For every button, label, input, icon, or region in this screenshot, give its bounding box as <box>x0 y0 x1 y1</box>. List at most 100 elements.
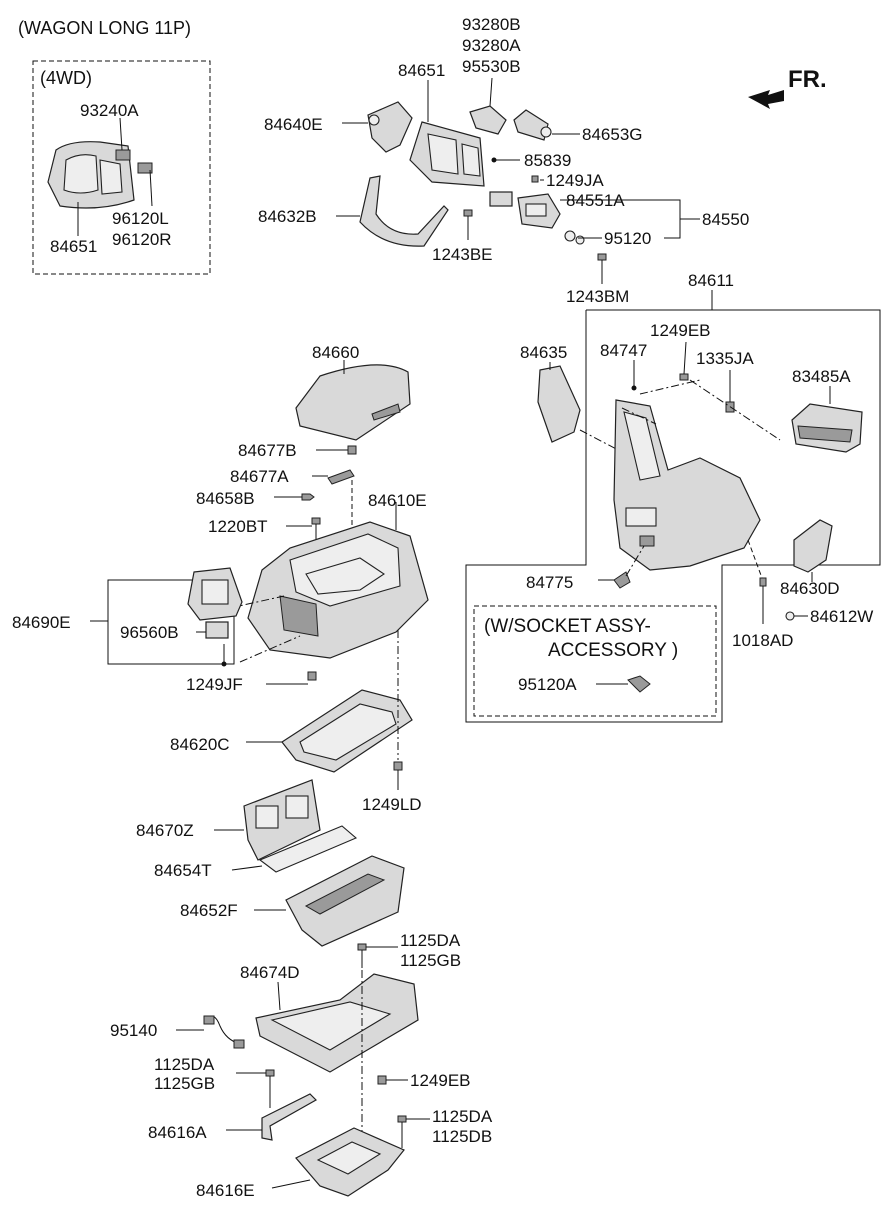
header-4wd: (4WD) <box>40 68 92 88</box>
label-93280A: 93280A <box>462 36 521 55</box>
switch-96560B-part <box>205 621 229 639</box>
front-arrow-icon <box>748 90 784 109</box>
screw-1243BE-part <box>463 209 473 226</box>
label-1125GB-upper: 1125GB <box>400 951 461 970</box>
panel-84635-part <box>537 365 581 443</box>
label-1220BT: 1220BT <box>208 517 268 536</box>
base-84674D-part <box>255 973 419 1073</box>
socket-95120A-part <box>627 675 651 693</box>
label-84635: 84635 <box>520 343 567 362</box>
label-84611: 84611 <box>688 271 734 290</box>
header-wagon: (WAGON LONG 11P) <box>18 18 191 38</box>
bracket-84690E-part <box>187 567 243 621</box>
label-84670Z: 84670Z <box>136 821 194 840</box>
switch-93280B-part <box>469 105 507 135</box>
label-1335JA: 1335JA <box>696 349 754 368</box>
label-84652F: 84652F <box>180 901 238 920</box>
label-93240A: 93240A <box>80 101 139 120</box>
clip-84658B-part <box>301 493 315 501</box>
label-84550: 84550 <box>702 210 749 229</box>
label-96560B: 96560B <box>120 623 179 642</box>
bracket-84616E-part <box>295 1127 405 1197</box>
screw-1125DA-upper-part <box>357 943 367 968</box>
label-84674D: 84674D <box>240 963 300 982</box>
label-84775: 84775 <box>526 573 573 592</box>
label-84640E: 84640E <box>264 115 323 134</box>
screw-1249JF-part <box>307 671 317 681</box>
label-84610E: 84610E <box>368 491 427 510</box>
bracket-84616A-part <box>261 1093 317 1141</box>
bezel-4wd-part <box>47 141 153 209</box>
pad-84677A-part <box>327 469 355 485</box>
bracket-84640E-part <box>367 101 413 153</box>
trim-84632B-part <box>359 175 449 247</box>
screw-1125DA-lower-part <box>265 1069 275 1108</box>
label-84651-4wd: 84651 <box>50 237 97 256</box>
label-84551A: 84551A <box>566 191 625 210</box>
switch-84653G-part <box>513 109 552 141</box>
label-95140: 95140 <box>110 1021 157 1040</box>
label-84660: 84660 <box>312 343 359 362</box>
plate-84670Z-part <box>243 779 321 861</box>
label-1125DB: 1125DB <box>432 1127 492 1146</box>
label-84677A: 84677A <box>230 467 289 486</box>
label-83485A: 83485A <box>792 367 851 386</box>
label-1125DA-upper: 1125DA <box>400 931 461 950</box>
label-1125DA-lower: 1125DA <box>154 1055 215 1074</box>
label-84632B: 84632B <box>258 207 317 226</box>
header-socket-line2: ACCESSORY ) <box>548 640 678 661</box>
screw-1018AD-part <box>759 577 767 624</box>
switch-assy-84550-part <box>489 191 585 245</box>
harness-95140-part <box>203 1015 245 1049</box>
box-4wd <box>32 60 211 275</box>
label-84616E: 84616E <box>196 1181 255 1200</box>
cover-84630D-part <box>793 519 833 573</box>
label-95120: 95120 <box>604 229 651 248</box>
label-1249JF: 1249JF <box>186 675 243 694</box>
screw-1249EB-lower-part <box>377 1075 387 1085</box>
label-1249EB-lower: 1249EB <box>410 1071 471 1090</box>
frame-84620C-part <box>281 689 413 773</box>
label-84616A: 84616A <box>148 1123 207 1142</box>
label-1018AD: 1018AD <box>732 631 793 650</box>
screw-1249LD-part <box>393 761 403 790</box>
label-84653G: 84653G <box>582 125 643 144</box>
label-96120L: 96120L <box>112 209 169 228</box>
label-84677B: 84677B <box>238 441 297 460</box>
armrest-lid-84660-part <box>295 364 411 441</box>
header-socket-line1: (W/SOCKET ASSY- <box>484 616 651 637</box>
label-1243BE: 1243BE <box>432 245 493 264</box>
screw-1243BM-part <box>597 253 607 268</box>
label-95120A: 95120A <box>518 675 577 694</box>
label-84654T: 84654T <box>154 861 212 880</box>
label-84630D: 84630D <box>780 579 840 598</box>
label-84690E: 84690E <box>12 613 71 632</box>
label-85839: 85839 <box>524 151 571 170</box>
console-rear-84611-part <box>613 399 761 571</box>
bezel-84651-part <box>409 121 485 187</box>
label-1125GB-lower: 1125GB <box>154 1074 215 1093</box>
tray-84652F-part <box>285 855 405 947</box>
screw-1220BT-part <box>311 517 321 540</box>
pad-84677B-part <box>347 445 357 455</box>
header-fr: FR. <box>788 66 827 93</box>
label-1249JA: 1249JA <box>546 171 604 190</box>
screw-1125DA-db-part <box>397 1115 407 1148</box>
clip-84775-part <box>613 571 631 589</box>
cupholder-83485A-part <box>791 403 863 453</box>
label-93280B: 93280B <box>462 15 521 34</box>
label-84651: 84651 <box>398 61 445 80</box>
label-1249LD: 1249LD <box>362 795 422 814</box>
label-84658B: 84658B <box>196 489 255 508</box>
label-84747: 84747 <box>600 341 647 360</box>
label-1125DA-db: 1125DA <box>432 1107 493 1126</box>
label-1243BM: 1243BM <box>566 287 629 306</box>
mat-84654T-part <box>258 825 358 873</box>
label-84612W: 84612W <box>810 607 873 626</box>
label-95530B: 95530B <box>462 57 521 76</box>
console-body-84610E-part <box>247 521 429 659</box>
label-1249EB: 1249EB <box>650 321 711 340</box>
label-84620C: 84620C <box>170 735 230 754</box>
label-96120R: 96120R <box>112 230 172 249</box>
